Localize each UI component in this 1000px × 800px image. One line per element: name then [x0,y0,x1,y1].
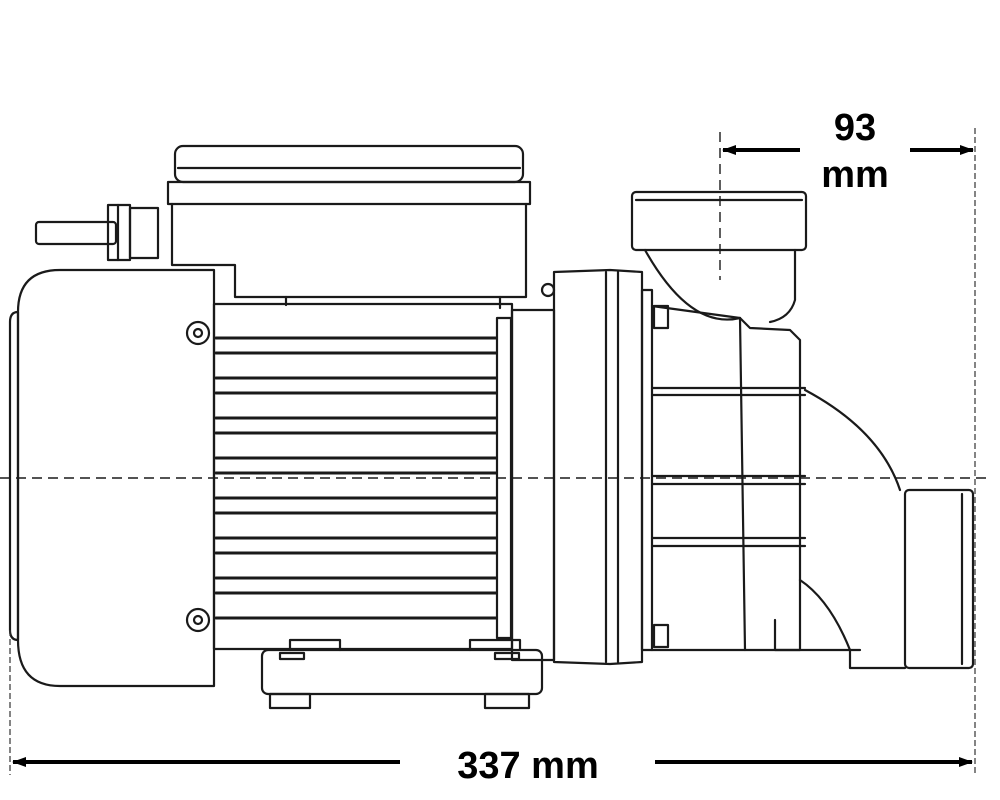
power-cable [34,203,160,262]
extension-lines [9,128,976,775]
dim-label-337: 337 mm [457,745,599,787]
mounting-foot [260,638,544,710]
center-lines [0,132,990,479]
terminal-box [166,144,532,310]
dimension-overall-length: 337 mm [12,745,973,787]
dim-value-93: 93 [834,107,876,149]
inlet-port [630,190,808,324]
cooling-fins [214,336,498,620]
outlet-port [773,388,975,670]
pump-flange [510,268,654,666]
dimension-outlet-offset: 93 mm [722,107,974,196]
motor-body [212,302,514,651]
dim-unit-93: mm [821,154,889,196]
